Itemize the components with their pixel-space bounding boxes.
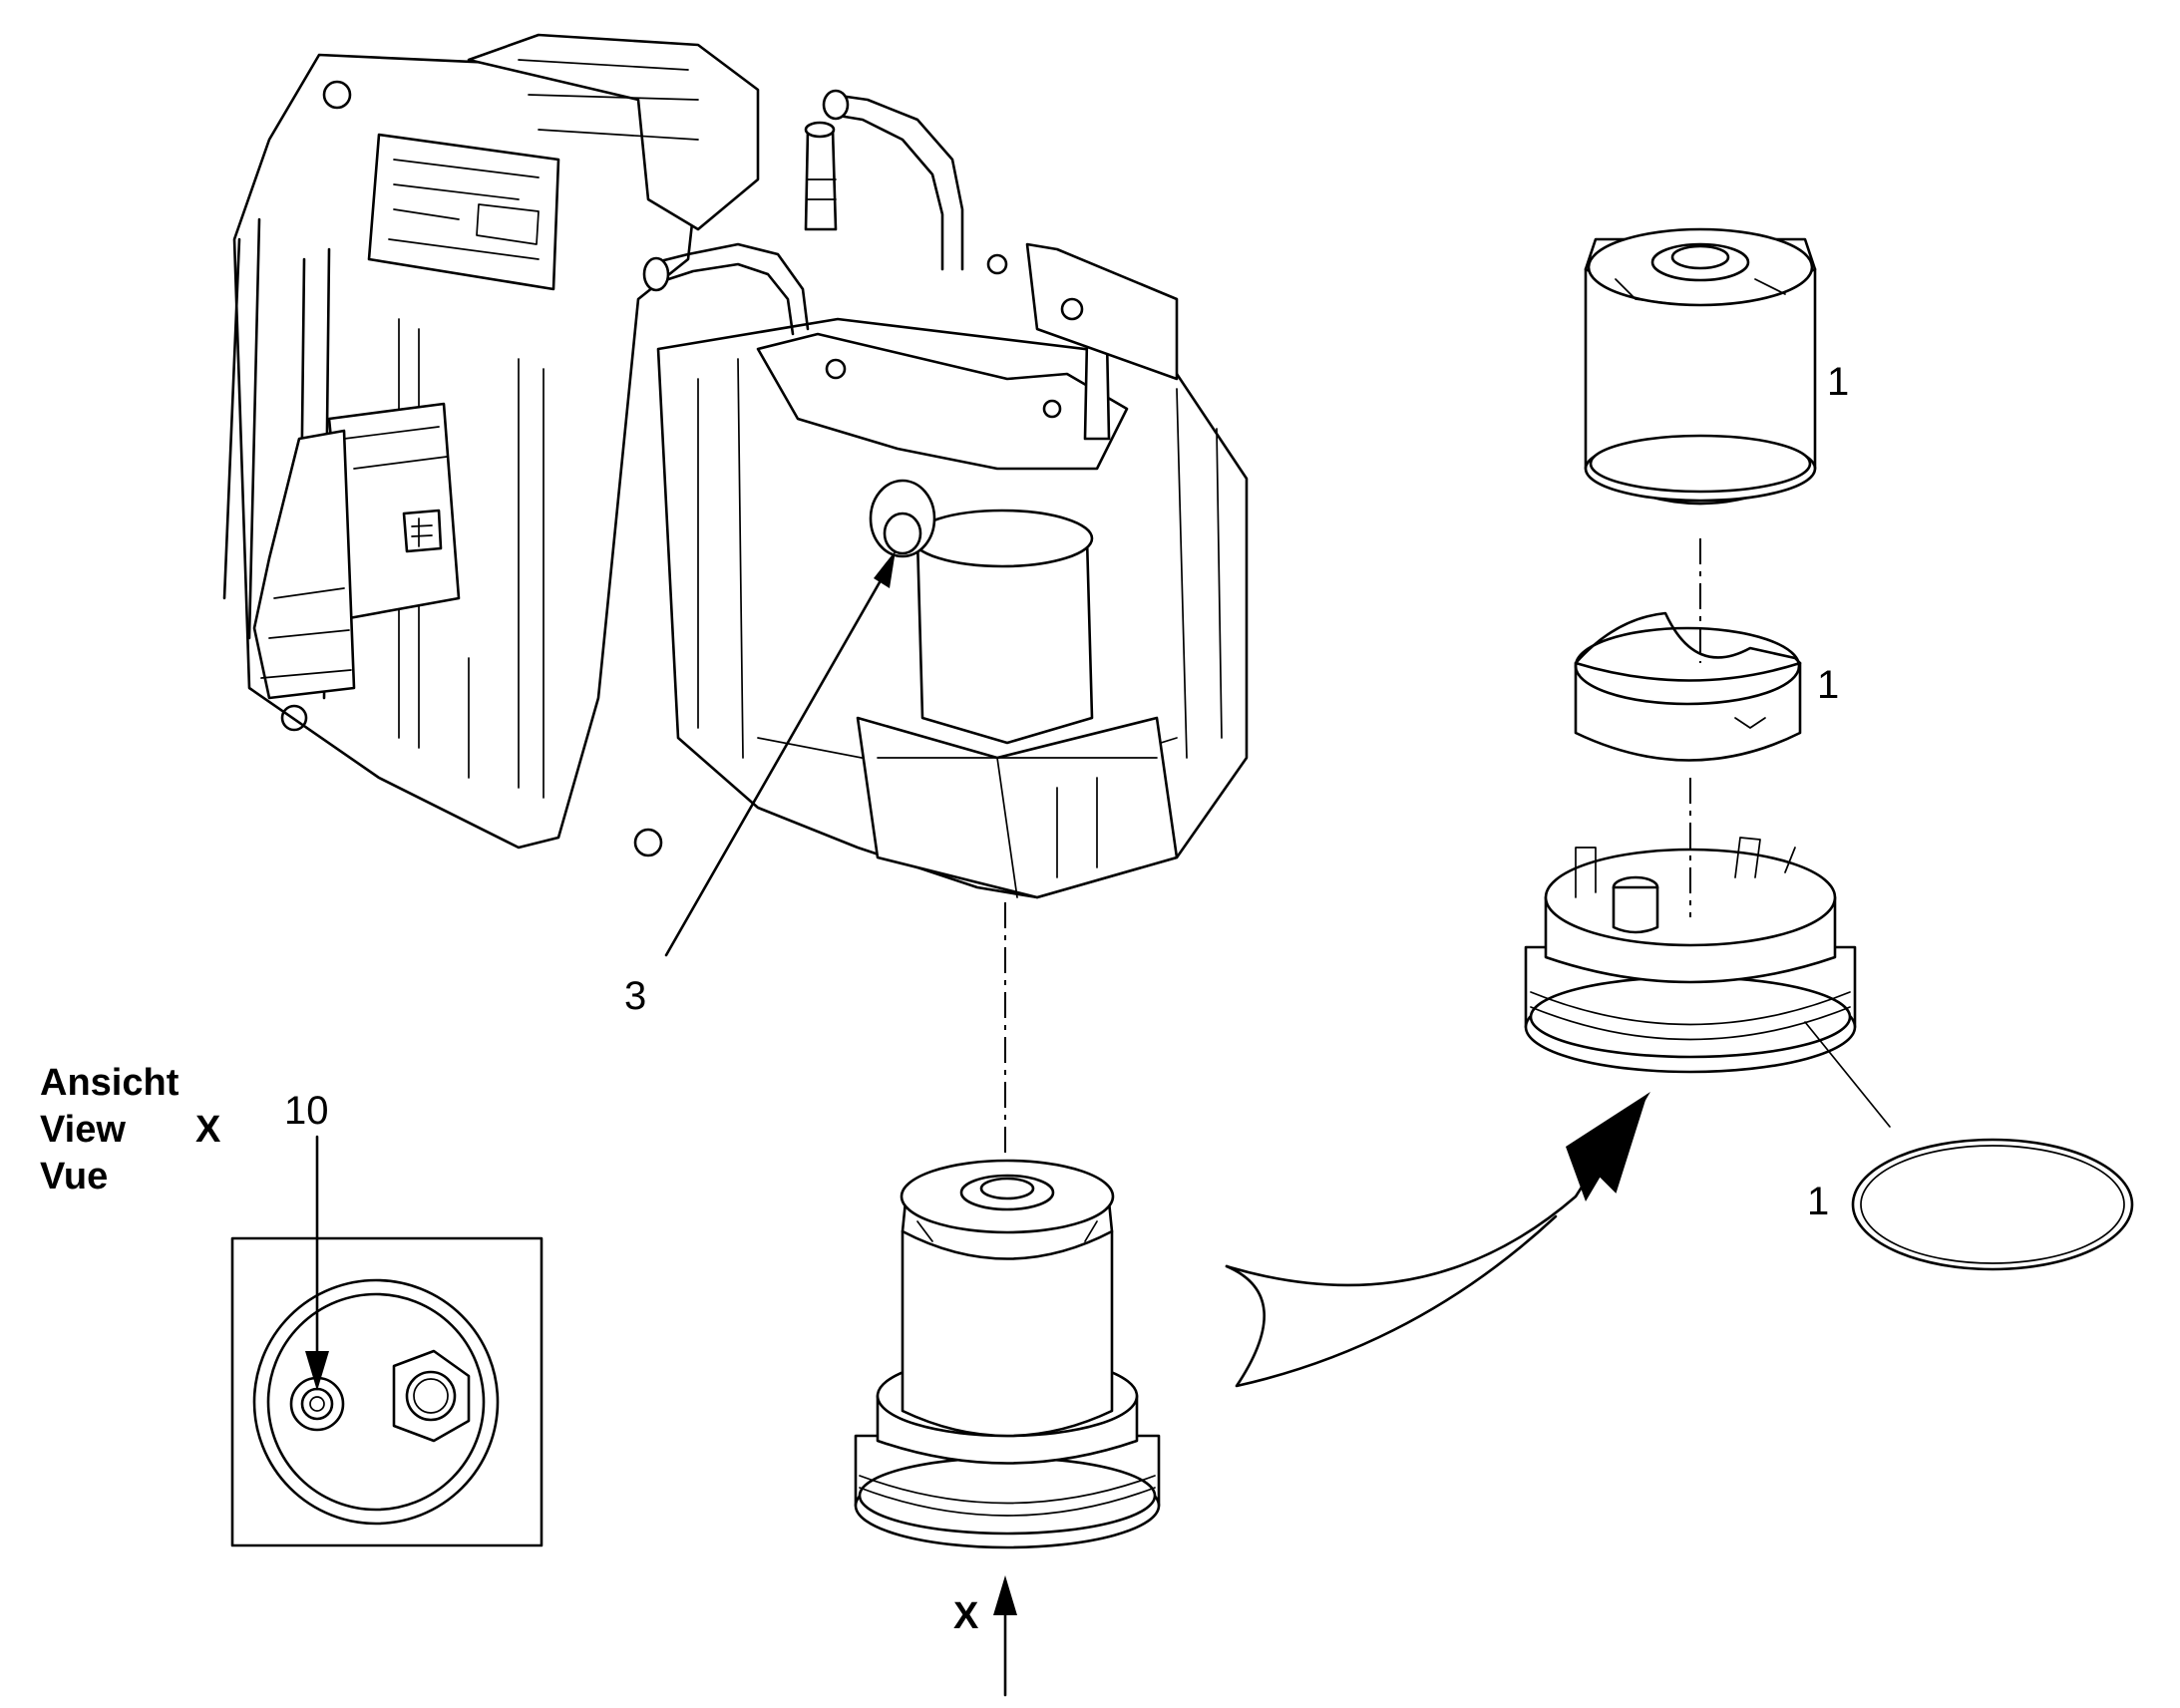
filter-insert-middle: [1574, 611, 1802, 762]
view-label-line2: View: [40, 1109, 126, 1151]
view-x-arrow: [993, 1575, 1017, 1697]
electrical-connector: [252, 402, 461, 700]
view-label-line3: Vue: [40, 1156, 108, 1197]
transfer-arrow: [1225, 1092, 1650, 1388]
assembled-cartridge: [854, 1159, 1161, 1549]
callout-filter-insert-middle: 1: [1817, 663, 1839, 707]
o-ring: [1851, 1138, 2134, 1271]
callout-drain-screw: 3: [624, 974, 646, 1018]
callout-inset-pointer: 10: [284, 1089, 329, 1133]
view-label-letter: X: [195, 1109, 221, 1151]
view-label-line1: Ansicht: [40, 1062, 180, 1104]
callout-o-ring: 1: [1807, 1180, 1829, 1223]
filter-element-top: [1584, 227, 1817, 506]
callout-filter-element-top: 1: [1827, 360, 1849, 404]
pump-assembly: [222, 33, 1249, 899]
filter-housing-lower: [1524, 837, 1857, 1074]
drain-screw: [869, 479, 936, 558]
view-x-inset: [230, 1135, 544, 1547]
callout-bottom-x: X: [953, 1595, 979, 1637]
